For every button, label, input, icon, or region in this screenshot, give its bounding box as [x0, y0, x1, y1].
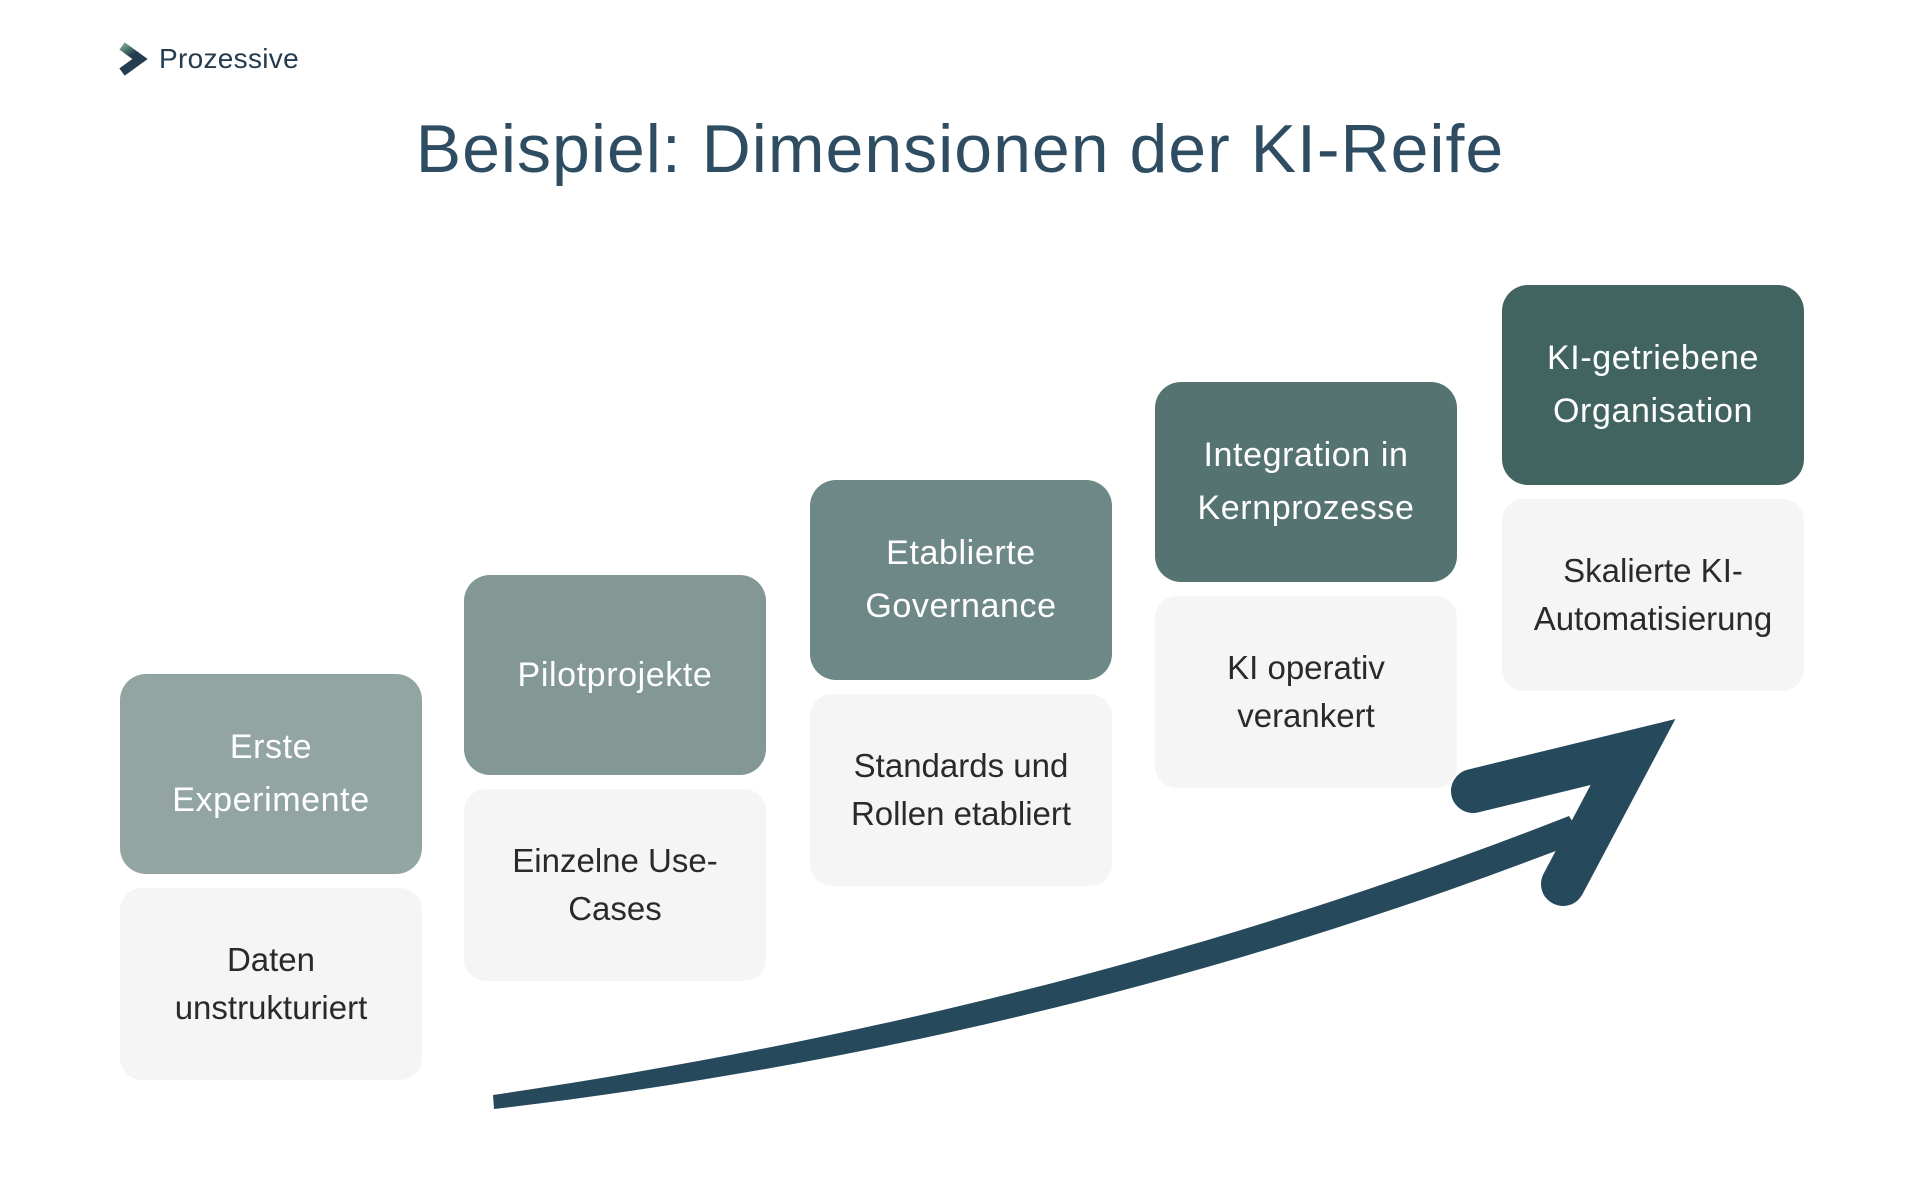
level-label-3: Etablierte Governance	[865, 534, 1057, 625]
level-label-4: Integration in Kernprozesse	[1197, 436, 1415, 527]
level-box-4: Integration in Kernprozesse	[1155, 382, 1457, 582]
brand-logo: Prozessive	[118, 42, 299, 76]
maturity-step-3: Etablierte Governance Standards und Roll…	[810, 480, 1112, 886]
description-box-1: Daten unstrukturiert	[120, 888, 422, 1080]
description-label-3: Standards und Rollen etabliert	[850, 747, 1072, 832]
description-box-2: Einzelne Use- Cases	[464, 789, 766, 981]
description-label-4: KI operativ verankert	[1227, 649, 1385, 734]
description-box-3: Standards und Rollen etabliert	[810, 694, 1112, 886]
description-label-2: Einzelne Use- Cases	[512, 842, 718, 927]
level-box-2: Pilotprojekte	[464, 575, 766, 775]
chevron-logo-icon	[119, 42, 148, 76]
level-box-1: Erste Experimente	[120, 674, 422, 874]
description-label-1: Daten unstrukturiert	[174, 941, 368, 1026]
maturity-step-5: KI-getriebene Organisation Skalierte KI-…	[1502, 285, 1804, 691]
growth-arrow-head	[1451, 719, 1676, 906]
maturity-step-1: Erste Experimente Daten unstrukturiert	[120, 674, 422, 1080]
description-box-5: Skalierte KI- Automatisierung	[1502, 499, 1804, 691]
level-label-2: Pilotprojekte	[517, 655, 713, 694]
level-box-3: Etablierte Governance	[810, 480, 1112, 680]
level-label-5: KI-getriebene Organisation	[1547, 339, 1759, 430]
maturity-step-2: Pilotprojekte Einzelne Use- Cases	[464, 575, 766, 981]
page-title: Beispiel: Dimensionen der KI-Reife	[415, 111, 1505, 187]
level-box-5: KI-getriebene Organisation	[1502, 285, 1804, 485]
maturity-step-4: Integration in Kernprozesse KI operativ …	[1155, 382, 1457, 788]
brand-name: Prozessive	[159, 43, 299, 74]
level-label-1: Erste Experimente	[172, 728, 370, 819]
description-box-4: KI operativ verankert	[1155, 596, 1457, 788]
description-label-5: Skalierte KI- Automatisierung	[1533, 552, 1773, 637]
